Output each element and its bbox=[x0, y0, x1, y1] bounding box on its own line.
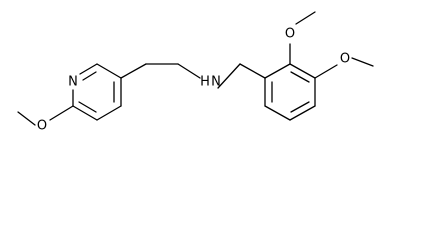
bond-ch2-benzene bbox=[239, 63, 266, 79]
bond-b5-b6 bbox=[264, 105, 291, 121]
atom-label-methoxy-o-2: O bbox=[285, 27, 295, 42]
benzene-ring bbox=[264, 63, 316, 121]
atom-label-amine-n: N bbox=[211, 75, 221, 90]
bond-b2-b3 bbox=[289, 63, 316, 79]
bond-c-link-nh bbox=[177, 63, 201, 79]
bond-o3-ch3 bbox=[351, 57, 374, 67]
bond-b3-o bbox=[314, 64, 338, 79]
bond-b1-b2 bbox=[264, 63, 291, 79]
pyridine-ring bbox=[72, 63, 122, 121]
bond-o2-ch3 bbox=[295, 11, 316, 25]
atom-label-methoxy-o-3: O bbox=[340, 52, 350, 67]
bond-n1-c2-inner bbox=[82, 71, 97, 81]
bond-c4-c5 bbox=[96, 105, 122, 121]
bond-c3-ch2 bbox=[120, 63, 147, 79]
chemical-structure-diagram: N H N O O O bbox=[17, 11, 374, 134]
atom-label-pyridine-n: N bbox=[68, 75, 78, 90]
bond-b2-b3-inner bbox=[290, 71, 310, 83]
bond-b4-b5 bbox=[289, 105, 316, 121]
atom-label-amine-h: H bbox=[200, 75, 210, 90]
bond-nh-ch2 bbox=[217, 63, 241, 89]
bond-c5-c6-inner bbox=[78, 101, 97, 113]
bond-c6-o bbox=[49, 105, 74, 121]
atom-label-methoxy-o-pyridine: O bbox=[37, 119, 47, 134]
bond-b4-b5-inner bbox=[290, 101, 310, 113]
bond-c5-c6 bbox=[72, 105, 98, 121]
bond-n1-c2 bbox=[79, 63, 98, 75]
bond-o-ch3 bbox=[17, 111, 36, 126]
bond-c2-c3 bbox=[96, 63, 122, 79]
